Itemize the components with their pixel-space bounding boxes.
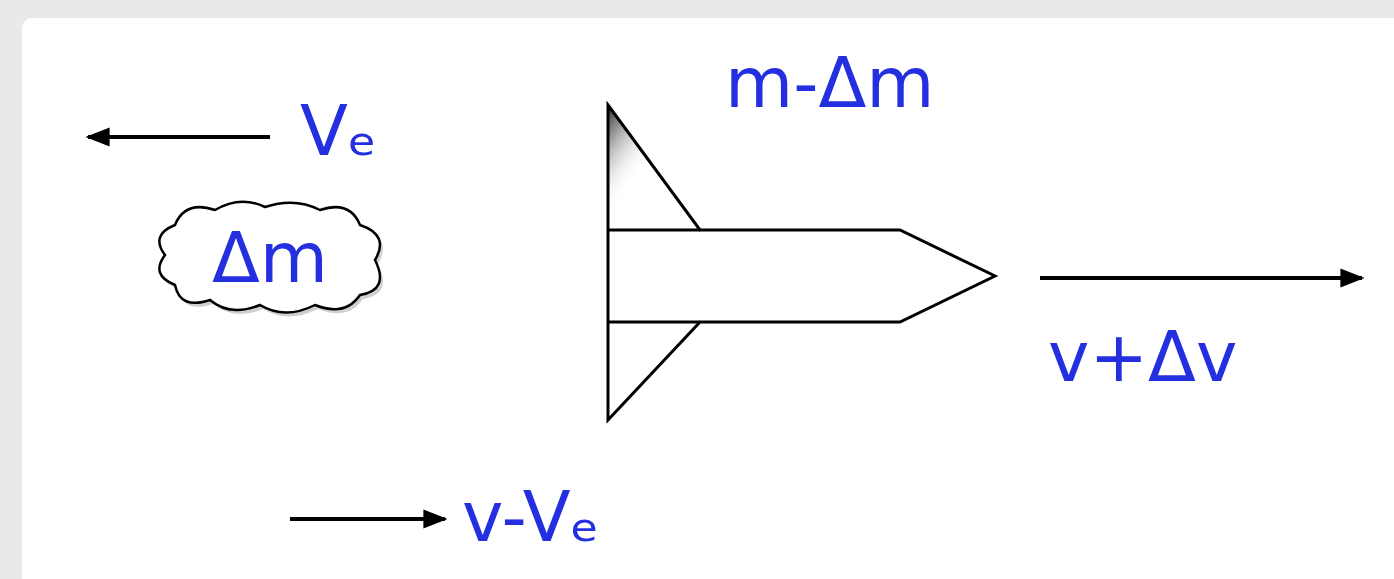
gas-velocity-arrow xyxy=(290,517,445,521)
exhaust-velocity-label: Vₑ xyxy=(300,96,377,166)
exhaust-velocity-arrow xyxy=(88,135,270,139)
mass-label: Δm xyxy=(212,223,328,293)
rocket-mass-label: m-Δm xyxy=(725,48,935,118)
fin-base xyxy=(608,230,700,322)
gas-velocity-label: v-Vₑ xyxy=(462,482,600,552)
gas-cloud: Δm xyxy=(145,195,395,320)
rocket-velocity-label: v+Δv xyxy=(1048,322,1237,392)
rocket: m-Δm xyxy=(600,40,1000,430)
rocket-body xyxy=(608,105,995,420)
cloud-shape xyxy=(159,202,380,313)
rocket-velocity-arrow xyxy=(1040,276,1362,280)
